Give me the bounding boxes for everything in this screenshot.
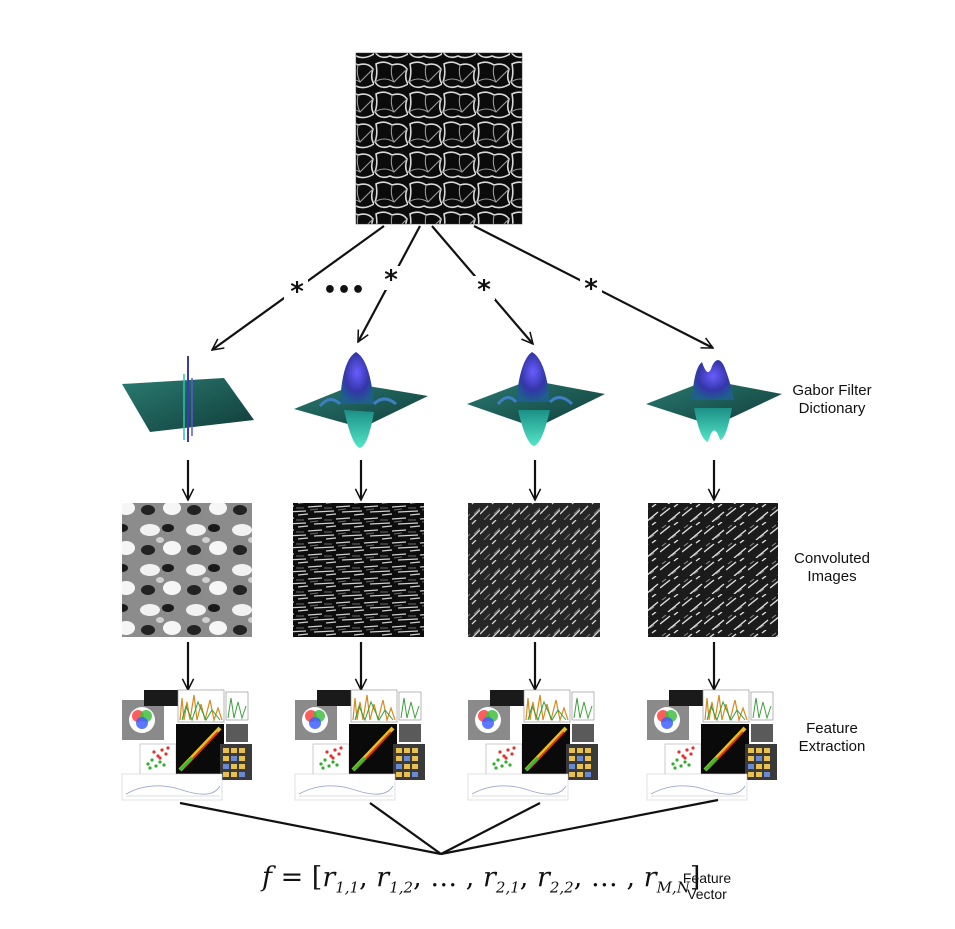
convoluted-image-3: [468, 503, 600, 637]
convoluted-images: [122, 503, 778, 637]
aggregation-lines: [180, 800, 718, 854]
feature-panel-4: [647, 690, 777, 800]
formula-lhs: f: [262, 862, 272, 893]
label-line: Feature: [672, 870, 742, 886]
gabor-filter-dictionary-label: Gabor Filter Dictionary: [778, 382, 886, 418]
formula-term-base: r: [376, 862, 389, 893]
gabor-filter-3: [467, 352, 605, 446]
formula-term-sub: 2,1: [496, 878, 520, 896]
gabor-filter-4: [646, 360, 782, 442]
formula-term-base: r: [322, 862, 335, 893]
gabor-filter-2: [294, 352, 428, 448]
convoluted-image-4: [648, 503, 778, 637]
formula-sep: , … ,: [574, 862, 644, 893]
feature-panel-1: [122, 690, 252, 800]
formula-sep: ,: [359, 862, 376, 893]
formula-term-base: r: [483, 862, 496, 893]
formula-term-sub: 2,2: [550, 878, 574, 896]
convoluted-image-1: [122, 503, 252, 637]
convolution-operator-2: *: [384, 265, 398, 295]
label-line: Gabor Filter: [778, 382, 886, 400]
feature-panel-2: [295, 690, 425, 800]
feature-extraction-panels: [122, 690, 777, 800]
filter-to-image-arrows: [188, 460, 714, 500]
label-line: Images: [778, 568, 886, 586]
formula-sep: , … ,: [413, 862, 483, 893]
formula-eq: = [: [272, 862, 322, 893]
convoluted-image-2: [293, 503, 424, 637]
label-line: Convoluted: [778, 550, 886, 568]
convolution-operator-3: *: [477, 275, 491, 305]
formula-term-sub: 1,2: [389, 878, 413, 896]
feature-vector-formula: f = [r1,1, r1,2, … , r2,1, r2,2, … , rM,…: [262, 862, 700, 896]
feature-extraction-label: Feature Extraction: [778, 720, 886, 756]
image-to-feature-arrows: [188, 642, 714, 690]
feature-panel-3: [468, 690, 598, 800]
formula-term-base: r: [644, 862, 657, 893]
label-line: Feature: [778, 720, 886, 738]
label-line: Dictionary: [778, 400, 886, 418]
label-line: Vector: [672, 886, 742, 902]
convoluted-images-label: Convoluted Images: [778, 550, 886, 586]
label-line: Extraction: [778, 738, 886, 756]
gabor-filter-1: [122, 356, 254, 442]
convolution-operator-4: *: [584, 274, 598, 304]
formula-sep: ,: [520, 862, 537, 893]
formula-term-base: r: [537, 862, 550, 893]
source-image: [356, 53, 522, 224]
feature-vector-label: Feature Vector: [672, 870, 742, 902]
formula-term-sub: 1,1: [335, 878, 359, 896]
ellipsis-operator: •••: [323, 278, 365, 303]
convolution-operator-1: *: [290, 277, 304, 307]
